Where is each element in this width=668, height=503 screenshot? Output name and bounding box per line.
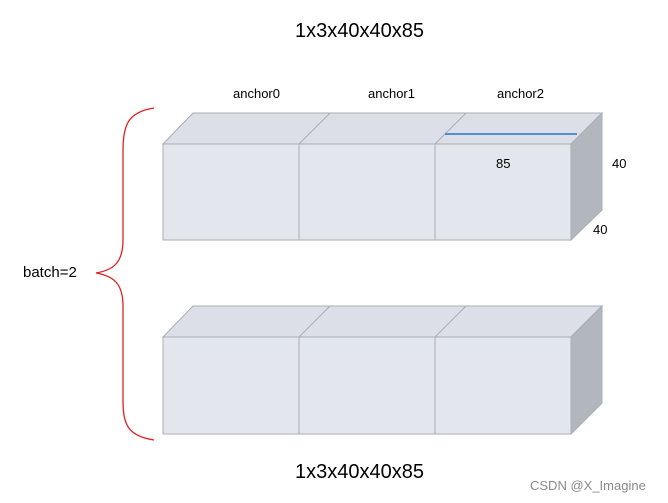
anchor0-label: anchor0 xyxy=(233,86,280,101)
block-lower-top-divider-2 xyxy=(434,305,467,338)
top-shape-title: 1x3x40x40x85 xyxy=(295,20,424,42)
block-upper-top-face xyxy=(161,112,604,145)
batch-brace xyxy=(95,107,155,441)
block-lower-top-face xyxy=(161,305,604,338)
batch-label: batch=2 xyxy=(23,264,77,281)
tensor-block-lower xyxy=(161,304,604,436)
block-upper-top-divider-2 xyxy=(434,112,467,145)
anchor2-label: anchor2 xyxy=(497,86,544,101)
block-upper-top-divider-1 xyxy=(298,112,331,145)
anchor1-label: anchor1 xyxy=(368,86,415,101)
block-lower-top-divider-1 xyxy=(298,305,331,338)
block-lower-front-face xyxy=(162,336,572,435)
width-label: 40 xyxy=(593,222,608,237)
block-upper-front-face xyxy=(162,143,572,241)
tensor-block-upper xyxy=(161,111,604,242)
watermark: CSDN @X_Imagine xyxy=(530,478,646,493)
bottom-shape-title: 1x3x40x40x85 xyxy=(295,461,424,483)
height-label: 40 xyxy=(612,156,627,171)
depth-label: 85 xyxy=(496,156,511,171)
